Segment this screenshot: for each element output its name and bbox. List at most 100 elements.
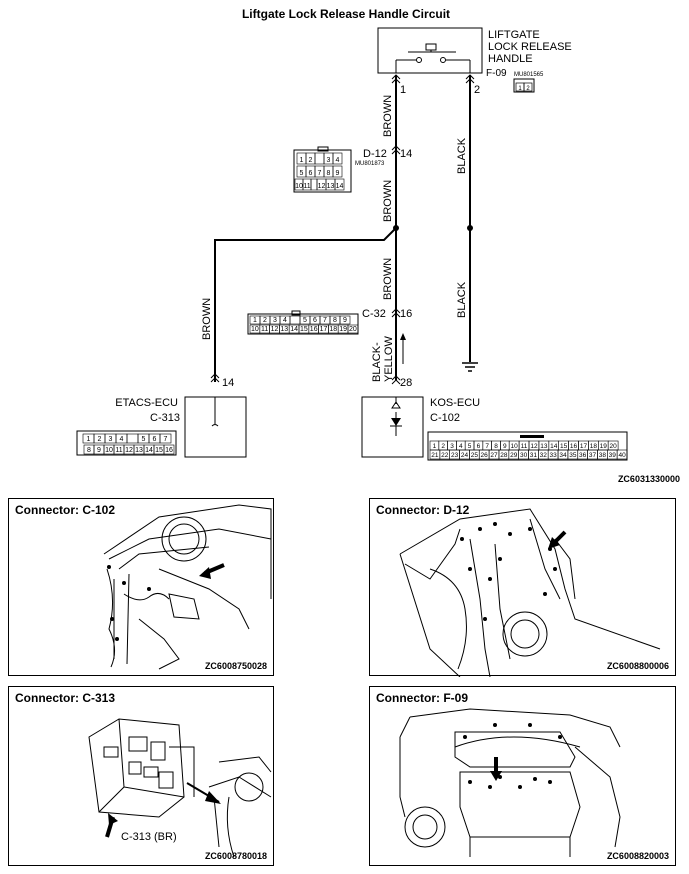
- pin-number: 16: [310, 326, 318, 333]
- wire-label-black-1: BLACK: [456, 137, 468, 174]
- pin-number: 14: [290, 326, 298, 333]
- pin-number: 13: [327, 183, 335, 190]
- pin-cell: [347, 324, 359, 334]
- pin-cell: [616, 449, 628, 460]
- pin-number: 8: [333, 317, 337, 324]
- d12-pin: 14: [400, 148, 412, 160]
- pin-number: 7: [318, 170, 322, 177]
- pin-number: 32: [540, 452, 548, 459]
- pin-number: 13: [280, 326, 288, 333]
- pin-number: 9: [97, 447, 101, 454]
- handle-part-no: MU801565: [514, 72, 544, 78]
- panel-f09-title: Connector: F-09: [376, 691, 469, 705]
- panel-c313: Connector: C-313 C-313 (BR) ZC6008780018: [8, 686, 274, 866]
- wire-label-brown-1: BROWN: [382, 95, 394, 137]
- brown-wire-etacs: [214, 227, 397, 382]
- pin-number: 7: [485, 443, 489, 450]
- pin-number: 9: [336, 170, 340, 177]
- pin-number: 3: [273, 317, 277, 324]
- d12-part-no: MU801873: [355, 161, 385, 167]
- pin-number: 1: [87, 436, 91, 443]
- pin-number: 28: [500, 452, 508, 459]
- handle-name-line3: HANDLE: [488, 53, 533, 65]
- panel-d12: Connector: D-12 ZC6008800006: [369, 498, 676, 677]
- pin-number: 15: [300, 326, 308, 333]
- diagram-title: Liftgate Lock Release Handle Circuit: [242, 7, 450, 21]
- d12-connector-id: D-12: [363, 148, 387, 160]
- pin-number: 17: [320, 326, 328, 333]
- pin-number: 19: [600, 443, 608, 450]
- kos-box: [361, 396, 424, 458]
- pin-number: 27: [490, 452, 498, 459]
- pin-number: 10: [511, 443, 519, 450]
- handle-name-line2: LOCK RELEASE: [488, 41, 572, 53]
- pin-cell: [334, 178, 345, 191]
- pin-number: 20: [610, 443, 618, 450]
- pin-number: 7: [164, 436, 168, 443]
- panel-c102-title: Connector: C-102: [15, 503, 116, 517]
- pin-number: 11: [303, 183, 310, 190]
- pin-cell: [339, 315, 351, 325]
- black-junction: [467, 225, 473, 231]
- kos-connector-id: C-102: [430, 412, 460, 424]
- pin-number: 1: [433, 443, 437, 450]
- panel-c102-code: ZC6008750028: [204, 661, 267, 671]
- pin-number: 17: [580, 443, 588, 450]
- pin-number: 4: [120, 436, 124, 443]
- pin-number: 8: [327, 170, 331, 177]
- circuit-diagram: Liftgate Lock Release Handle Circuit LIF…: [76, 7, 680, 484]
- pin-number: 38: [599, 452, 607, 459]
- c32-pin: 16: [400, 308, 412, 320]
- pin-number: 5: [142, 436, 146, 443]
- handle-connector-id: F-09: [486, 68, 507, 79]
- pin-number: 14: [336, 183, 344, 190]
- pin-number: 7: [323, 317, 327, 324]
- panel-c313-code: ZC6008780018: [204, 851, 267, 861]
- panel-f09-code: ZC6008820003: [606, 851, 669, 861]
- wire-label-brown-3: BROWN: [382, 258, 394, 300]
- wire-label-black-2: BLACK: [456, 281, 468, 318]
- pin-number: 33: [550, 452, 558, 459]
- handle-pin-2: 2: [474, 84, 480, 96]
- pin-number: 29: [510, 452, 518, 459]
- f09-liftgate-illustration: [399, 708, 621, 857]
- pin-number: 10: [251, 326, 259, 333]
- pin-number: 4: [336, 157, 340, 164]
- switch-symbol: [395, 43, 471, 73]
- pin-number: 2: [263, 317, 267, 324]
- pin-cell: [163, 444, 175, 455]
- pin-number: 15: [560, 443, 568, 450]
- pin-number: 34: [559, 452, 567, 459]
- pin-number: 4: [283, 317, 287, 324]
- pin-number: 26: [481, 452, 489, 459]
- panel-c102: Connector: C-102 ZC6008750028: [8, 498, 274, 676]
- wire-label-black-yellow-2: YELLOW: [383, 336, 395, 382]
- pin-number: 6: [153, 436, 157, 443]
- handle-name-line1: LIFTGATE: [488, 29, 540, 41]
- etacs-name: ETACS-ECU: [115, 397, 178, 409]
- c32-connector-id: C-32: [362, 308, 386, 320]
- pin-number: 8: [494, 443, 498, 450]
- pin-cell: [314, 152, 325, 165]
- pin-number: 5: [300, 170, 304, 177]
- pin-number: 2: [441, 443, 445, 450]
- pin-number: 16: [165, 447, 173, 454]
- svg-text:2: 2: [526, 86, 530, 92]
- pin-number: 39: [609, 452, 617, 459]
- pin-number: 12: [318, 183, 326, 190]
- panel-c313-title: Connector: C-313: [15, 691, 116, 705]
- pin-number: 9: [503, 443, 507, 450]
- d12-vehicle-illustration: [399, 508, 661, 677]
- svg-text:1: 1: [518, 86, 522, 92]
- pin-number: 11: [521, 443, 528, 450]
- pin-cell: [289, 315, 301, 325]
- pin-number: 12: [530, 443, 538, 450]
- c102-dashboard-illustration: [103, 504, 272, 670]
- ground-symbol: [462, 362, 478, 372]
- pin-number: 20: [349, 326, 357, 333]
- pin-number: 14: [145, 447, 153, 454]
- wire-label-brown-etacs: BROWN: [201, 298, 213, 340]
